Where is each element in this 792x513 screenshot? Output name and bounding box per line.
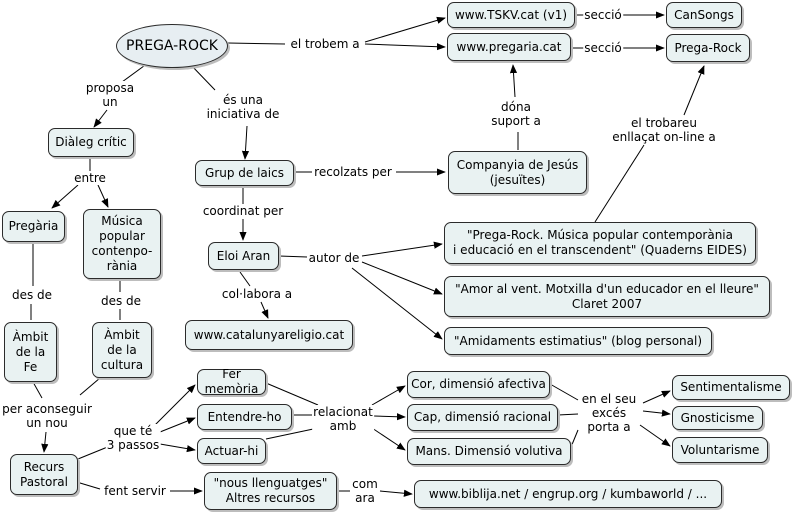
link-label-col-labora-a: col·labora a <box>220 287 294 301</box>
node-companyia-jesus[interactable]: Companyia de Jesús (jesuïtes) <box>448 151 587 194</box>
node-cor[interactable]: Cor, dimensió afectiva <box>407 371 550 398</box>
link-label-des-de-cultura: des de <box>99 294 143 308</box>
node-amor-al-vent[interactable]: "Amor al vent. Motxilla d'un educador en… <box>444 276 770 317</box>
node-voluntarisme[interactable]: Voluntarisme <box>672 437 768 463</box>
link-label-proposa-un: proposa un <box>84 81 136 109</box>
link-label-seccio-2: secció <box>583 41 623 55</box>
link-label-entre: entre <box>73 171 107 185</box>
link-label-el-trobem-a: el trobem a <box>289 37 361 51</box>
node-quaderns-eides[interactable]: "Prega-Rock. Música popular contemporàni… <box>444 222 756 264</box>
node-cansongs[interactable]: CanSongs <box>666 2 742 28</box>
node-webs[interactable]: www.biblija.net / engrup.org / kumbaworl… <box>414 480 722 508</box>
node-nous-llenguatges[interactable]: "nous llenguatges" Altres recursos <box>204 472 337 510</box>
link-label-que-te-3-passos: que té 3 passos <box>105 424 161 452</box>
link-label-autor-de: autor de <box>307 251 361 265</box>
node-entendre-ho[interactable]: Entendre-ho <box>197 404 292 430</box>
node-pregaria-site[interactable]: www.pregaria.cat <box>447 33 571 61</box>
node-actuar-hi[interactable]: Actuar-hi <box>197 438 266 464</box>
link-label-es-una-iniciativa: és una iniciativa de <box>205 93 281 121</box>
link-label-coordinat-per: coordinat per <box>201 204 285 218</box>
link-label-com-ara: com ara <box>351 477 379 505</box>
node-recurs-pastoral[interactable]: Recurs Pastoral <box>10 454 78 495</box>
link-label-per-aconseguir: per aconseguir un nou <box>1 402 93 430</box>
node-catalunyareligio[interactable]: www.catalunyareligio.cat <box>185 320 353 350</box>
node-prega-rock-section[interactable]: Prega-Rock <box>666 34 750 62</box>
link-label-dona-suport: dóna suport a <box>490 100 542 128</box>
link-label-recolzats-per: recolzats per <box>313 165 393 179</box>
node-fer-memoria[interactable]: Fer memòria <box>197 367 266 396</box>
node-ambit-fe[interactable]: Àmbit de la Fe <box>4 322 57 382</box>
node-grup-de-laics[interactable]: Grup de laics <box>195 160 294 186</box>
link-label-el-trobareu: el trobareu enllaçat on-line a <box>611 116 717 144</box>
link-label-fent-servir: fent servir <box>103 484 167 498</box>
node-mans[interactable]: Mans. Dimensió volutiva <box>407 438 571 465</box>
node-sentimentalisme[interactable]: Sentimentalisme <box>672 375 790 400</box>
node-ambit-cultura[interactable]: Àmbit de la cultura <box>92 322 152 378</box>
node-pregaria[interactable]: Pregària <box>2 211 65 242</box>
node-tskv-site[interactable]: www.TSKV.cat (v1) <box>447 2 575 28</box>
node-cap[interactable]: Cap, dimensió racional <box>407 404 558 431</box>
link-label-seccio-1: secció <box>583 8 623 22</box>
link-label-en-el-seu-exces: en el seu excés porta a <box>580 392 638 434</box>
link-label-des-de-fe: des de <box>10 288 54 302</box>
node-musica-popular[interactable]: Música popular contenpo- rània <box>83 209 161 279</box>
root-node-prega-rock[interactable]: PREGA-ROCK <box>116 24 228 68</box>
node-amidaments[interactable]: "Amidaments estimatius" (blog personal) <box>444 327 712 355</box>
node-gnosticisme[interactable]: Gnosticisme <box>672 406 763 430</box>
node-eloi-aran[interactable]: Eloi Aran <box>208 242 279 270</box>
node-dialeg-critic[interactable]: Diàleg crític <box>48 128 134 157</box>
link-label-relacionat-amb: relacionat amb <box>312 405 374 433</box>
